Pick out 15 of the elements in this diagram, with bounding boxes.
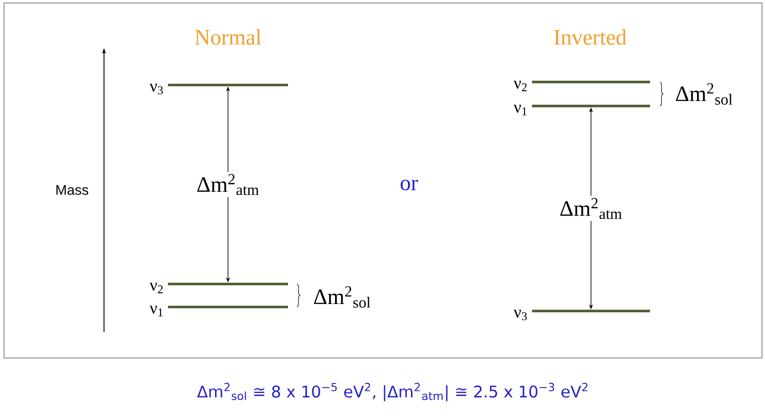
axis-label: Mass bbox=[56, 185, 88, 195]
level-label: ν$_{2}$ bbox=[514, 80, 527, 92]
edge-label: Δm$^{2}$atm bbox=[557, 196, 625, 221]
mass-splitting-label: Δm$^{2}$sol bbox=[314, 286, 370, 308]
level-label: ν$_{3}$ bbox=[514, 310, 527, 320]
level-label: ν$_{1}$ bbox=[514, 104, 527, 116]
mass-splitting-label: Δm$^{2}$sol bbox=[676, 83, 732, 105]
level-label: ν$_{1}$ bbox=[150, 306, 163, 316]
word-or: or bbox=[400, 180, 418, 190]
level-title: Normal bbox=[195, 29, 262, 45]
level-label: ν$_{2}$ bbox=[150, 282, 163, 294]
level-label: ν$_{3}$ bbox=[150, 84, 163, 94]
caption: Δm$^{2}$$_{sol}$ ≅ 8 x 10$^{−5}$ eV$^{2}$, |Δm$^{2}$$_{atm}$| ≅ 2.5 x 10$^{−3}$ eV$^{2}$ bbox=[197, 382, 588, 402]
edge-label: Δm$^{2}$atm bbox=[194, 172, 262, 197]
level-title: Inverted bbox=[554, 29, 626, 45]
